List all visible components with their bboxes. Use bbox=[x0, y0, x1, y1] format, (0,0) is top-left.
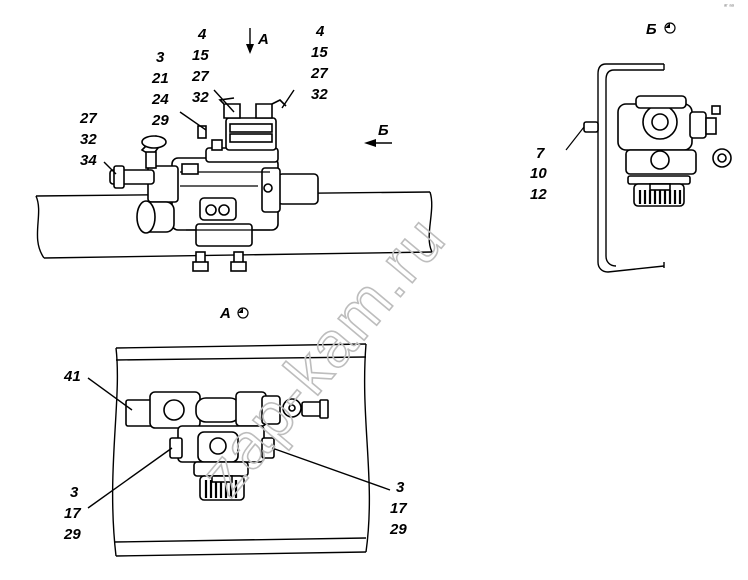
svg-text:29: 29 bbox=[151, 112, 169, 129]
left-handle-coupler bbox=[109, 135, 167, 189]
view-b-caption-marker-icon bbox=[664, 22, 676, 34]
svg-text:17: 17 bbox=[64, 505, 81, 522]
main-assembly-view: А Б 3 21 24 29 4 15 27 32 4 15 27 32 27 … bbox=[35, 23, 433, 272]
label-41: 41 bbox=[63, 368, 81, 385]
svg-text:15: 15 bbox=[192, 47, 209, 64]
view-b-caption: Б bbox=[646, 21, 657, 38]
svg-text:34: 34 bbox=[80, 152, 97, 169]
label-col-bottom-right: 3 17 29 bbox=[389, 479, 407, 538]
label-col-view-b: 7 10 12 bbox=[530, 145, 547, 203]
view-a-arrow-label: А bbox=[257, 31, 269, 48]
svg-text:29: 29 bbox=[389, 521, 407, 538]
leader-41 bbox=[87, 377, 133, 411]
label-col-top-mid: 4 15 27 32 bbox=[191, 26, 209, 106]
top-fittings bbox=[197, 97, 287, 151]
frame-rail-right-break bbox=[428, 191, 433, 253]
view-a-detail: А 41 bbox=[63, 305, 407, 557]
svg-text:32: 32 bbox=[311, 86, 328, 103]
view-a-arrow bbox=[246, 28, 254, 54]
label-col-bottom-left: 3 17 29 bbox=[63, 484, 81, 543]
svg-text:29: 29 bbox=[63, 526, 81, 543]
label-col-top-right: 4 15 27 32 bbox=[310, 23, 328, 103]
svg-text:27: 27 bbox=[191, 68, 209, 85]
main-leader-lines bbox=[103, 89, 295, 175]
leader-bottom-right bbox=[271, 447, 391, 491]
bottom-studs bbox=[192, 251, 247, 272]
svg-text:4: 4 bbox=[315, 23, 325, 40]
svg-text:15: 15 bbox=[311, 44, 328, 61]
svg-text:17: 17 bbox=[390, 500, 407, 517]
view-b-arrow bbox=[364, 139, 392, 147]
svg-text:3: 3 bbox=[156, 49, 165, 66]
view-a-caption-marker-icon bbox=[237, 307, 249, 319]
view-a-caption: А bbox=[219, 305, 231, 322]
brake-valve-body bbox=[136, 147, 319, 247]
label-col-top-left: 3 21 24 29 bbox=[151, 49, 169, 129]
view-b-arrow-label: Б bbox=[378, 122, 389, 139]
svg-text:21: 21 bbox=[151, 70, 169, 87]
svg-text:27: 27 bbox=[79, 110, 97, 127]
svg-text:27: 27 bbox=[310, 65, 328, 82]
leader-bottom-left bbox=[87, 447, 173, 509]
corner-mark: ᵃʳ ᵃᵃ bbox=[724, 3, 735, 10]
frame-rail-left-break bbox=[35, 195, 45, 259]
svg-text:3: 3 bbox=[396, 479, 405, 496]
svg-text:32: 32 bbox=[80, 131, 97, 148]
svg-text:7: 7 bbox=[536, 145, 545, 162]
svg-text:4: 4 bbox=[197, 26, 207, 43]
label-col-left: 27 32 34 bbox=[79, 110, 97, 169]
svg-text:12: 12 bbox=[530, 186, 547, 203]
svg-text:3: 3 bbox=[70, 484, 79, 501]
watermark-text: zap-kam.ru bbox=[186, 202, 460, 509]
svg-text:32: 32 bbox=[192, 89, 209, 106]
svg-text:10: 10 bbox=[530, 165, 547, 182]
svg-text:24: 24 bbox=[151, 91, 169, 108]
view-b-detail: Б 7 10 12 bbox=[530, 21, 732, 273]
